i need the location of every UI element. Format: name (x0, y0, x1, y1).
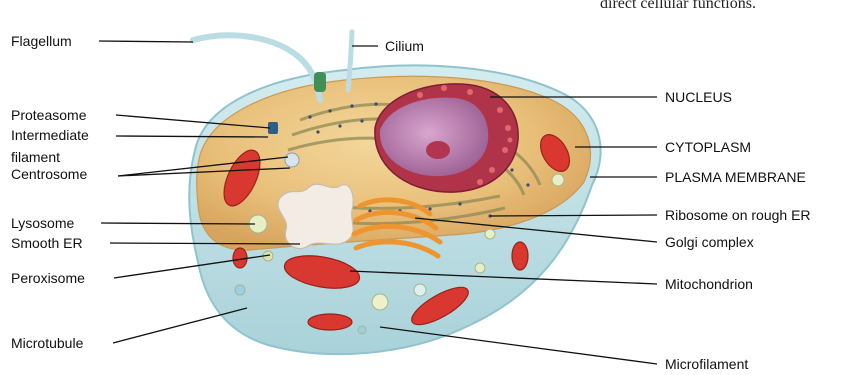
leader-proteasome (116, 115, 270, 128)
leader-golgi-complex (415, 218, 657, 242)
leader-flagellum (99, 41, 193, 42)
leader-microfilament (380, 327, 657, 364)
label-lysosome: Lysosome (11, 215, 74, 231)
label-intermediate-filament-line2: filament (11, 149, 60, 165)
label-ribosome-rough-er: Ribosome on rough ER (665, 207, 811, 223)
label-microtubule: Microtubule (11, 335, 83, 351)
leader-centrosome-2 (118, 168, 290, 176)
label-peroxisome: Peroxisome (11, 270, 85, 286)
label-centrosome: Centrosome (11, 166, 87, 182)
leader-smooth-er (110, 243, 300, 244)
label-mitochondrion: Mitochondrion (665, 276, 753, 292)
label-intermediate-filament-line1: Intermediate (11, 127, 89, 143)
leader-ribosome-rough-er (490, 215, 657, 216)
label-golgi-complex: Golgi complex (665, 234, 754, 250)
leader-peroxisome (114, 255, 270, 278)
leader-intermediate-filament (116, 136, 268, 137)
label-flagellum: Flagellum (11, 33, 72, 49)
label-proteasome: Proteasome (11, 107, 86, 123)
leader-mitochondrion (350, 271, 657, 284)
label-nucleus: NUCLEUS (665, 89, 732, 105)
label-microfilament: Microfilament (665, 356, 748, 372)
label-plasma-membrane: PLASMA MEMBRANE (665, 169, 806, 185)
label-cilium: Cilium (385, 38, 424, 54)
leader-centrosome-1 (118, 157, 288, 176)
leader-microtubule (113, 308, 247, 343)
leader-lysosome (101, 223, 255, 224)
label-cytoplasm: CYTOPLASM (665, 139, 751, 155)
label-smooth-er: Smooth ER (11, 235, 83, 251)
